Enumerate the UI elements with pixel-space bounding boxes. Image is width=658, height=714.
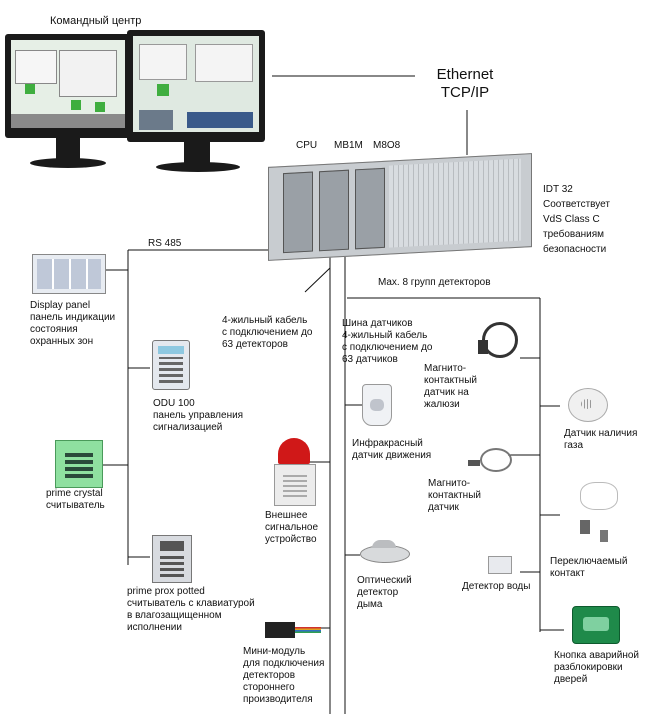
magnet-blinds-sensor bbox=[478, 340, 488, 354]
odu100-label: ODU 100 панель управления сигнализацией bbox=[153, 398, 244, 433]
monitor-right bbox=[127, 30, 265, 142]
ethernet-label-line1: Ethernet bbox=[436, 66, 494, 83]
mini-module-wires bbox=[295, 627, 321, 633]
switch-contact-sensor-b bbox=[600, 530, 608, 542]
mini-module-label: Мини-модуль для подключения детекторов с… bbox=[243, 646, 325, 705]
display-panel-label: Display panel панель индикации состояния… bbox=[30, 300, 116, 347]
monitor-right-screen bbox=[133, 36, 259, 132]
smoke-detector-top bbox=[372, 540, 396, 548]
magnet-blinds-label: Магнито- контактный датчик на жалюзи bbox=[424, 363, 477, 410]
switch-contact-sensor-a bbox=[580, 520, 590, 534]
prime-crystal-device bbox=[55, 440, 103, 488]
magnet-sensor-body bbox=[468, 460, 480, 466]
display-panel-device bbox=[32, 254, 106, 294]
magnet-sensor-label: Магнито- контактный датчик bbox=[428, 478, 481, 513]
rack-slot-mb1m bbox=[319, 169, 349, 252]
monitor-right-base bbox=[156, 162, 240, 172]
cable-label: 4-жильный кабель с подключением до 63 де… bbox=[222, 315, 313, 350]
siren-light bbox=[278, 438, 310, 464]
monitor-left-stand bbox=[56, 138, 80, 160]
pir-sensor-label: Инфракрасный датчик движения bbox=[352, 438, 432, 461]
water-detector-device bbox=[488, 556, 512, 574]
ethernet-label-line2: TCP/IP bbox=[440, 84, 490, 101]
prime-prox-device bbox=[152, 535, 192, 583]
rack-slot-cpu bbox=[283, 171, 313, 254]
rack-module-cpu: CPU bbox=[296, 140, 318, 151]
command-center-label: Командный центр bbox=[50, 15, 142, 27]
switch-contact-cable bbox=[580, 482, 618, 510]
smoke-detector-label: Оптический детектор дыма bbox=[357, 575, 412, 610]
rack-slot-m8o8 bbox=[355, 167, 385, 250]
rack-module-m8o8: M8O8 bbox=[373, 140, 401, 151]
ethernet-label: Ethernet TCP/IP bbox=[420, 66, 510, 102]
rs485-label: RS 485 bbox=[148, 238, 182, 249]
gas-detector-label: Датчик наличия газа bbox=[564, 428, 638, 451]
emergency-button-label: Кнопка аварийной разблокировки дверей bbox=[554, 650, 639, 685]
switch-contact-label: Переключаемый контакт bbox=[550, 556, 628, 579]
siren-body bbox=[274, 464, 316, 506]
water-detector-label: Детектор воды bbox=[462, 581, 531, 592]
rack-module-mb1m: MB1M bbox=[334, 140, 363, 151]
gas-detector-device bbox=[568, 388, 608, 422]
pir-sensor-device bbox=[362, 384, 392, 426]
max-groups-label: Max. 8 групп детекторов bbox=[378, 277, 491, 288]
prime-prox-label: prime prox potted считыватель с клавиату… bbox=[127, 586, 255, 633]
siren-label: Внешнее сигнальное устройство bbox=[265, 510, 319, 545]
mini-module-device bbox=[265, 622, 295, 638]
magnet-sensor-cable bbox=[480, 448, 512, 472]
monitor-left-base bbox=[30, 158, 106, 168]
rack-description: IDT 32 Соответствует VdS Class C требова… bbox=[543, 184, 610, 255]
rack-vent-panel bbox=[389, 158, 521, 248]
idt32-rack bbox=[268, 153, 532, 261]
monitor-left-screen bbox=[11, 40, 125, 128]
odu100-device bbox=[152, 340, 190, 390]
emergency-button-device bbox=[572, 606, 620, 644]
sensor-bus-label: Шина датчиков 4-жильный кабель с подключ… bbox=[342, 318, 433, 365]
monitor-left bbox=[5, 34, 131, 138]
prime-crystal-label: prime crystal считыватель bbox=[46, 488, 105, 511]
monitor-right-stand bbox=[184, 142, 210, 164]
